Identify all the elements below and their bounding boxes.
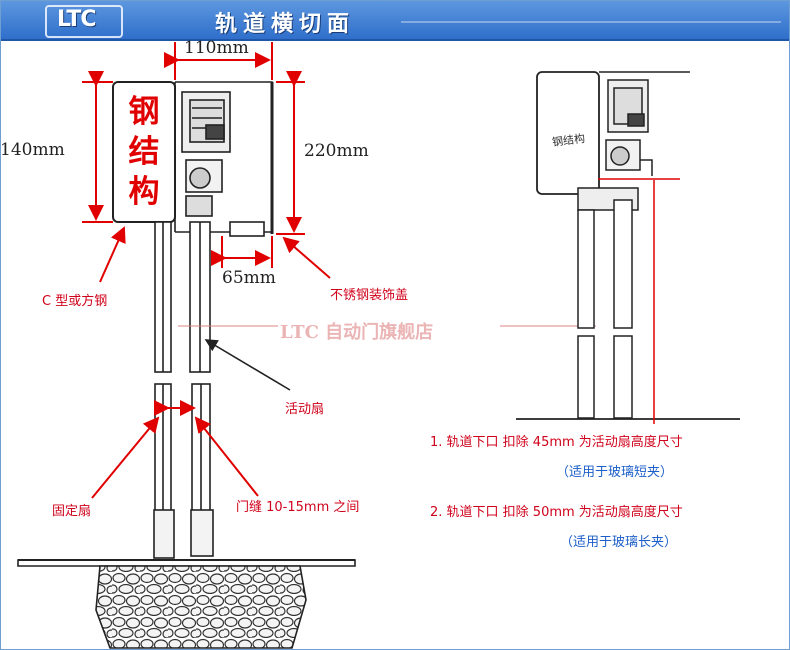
leader-moving-leaf: [204, 339, 291, 391]
fixed-leaf: [153, 221, 175, 559]
track-housing: [174, 81, 273, 237]
label-c-steel: C 型或方钢: [42, 294, 108, 309]
dimension-220mm-label: 220mm: [304, 141, 369, 161]
leader-c-steel: [99, 226, 126, 283]
steel-label-char-2: 结: [128, 134, 160, 170]
ltc-logo: LTC: [57, 7, 97, 32]
fixed-leaf-small: [577, 209, 595, 419]
dimension-140mm: [82, 71, 113, 223]
dimension-110mm: [164, 42, 273, 80]
leader-fixed-leaf: [91, 416, 160, 499]
label-door-gap: 门缝 10-15mm 之间: [236, 500, 360, 515]
dimension-65mm-label: 65mm: [222, 268, 276, 288]
note-2-sub: （适用于玻璃长夹）: [560, 535, 678, 550]
header-banner: LTC 轨道横切面: [1, 1, 789, 41]
label-stainless-cover: 不锈钢装饰盖: [330, 288, 409, 303]
gravel-foundation: [95, 565, 307, 649]
note-1: 1. 轨道下口 扣除 45mm 为活动扇高度尺寸: [430, 435, 683, 450]
watermark-text: LTC 自动门旗舰店: [280, 322, 434, 343]
track-housing-small: [577, 71, 690, 211]
dimension-140mm-label: 140mm: [0, 140, 65, 160]
dimension-110mm-label: 110mm: [184, 38, 249, 58]
leader-cover: [282, 236, 331, 279]
label-fixed-leaf: 固定扇: [52, 504, 92, 519]
page-title: 轨道横切面: [215, 11, 356, 37]
header-divider: [401, 21, 781, 23]
label-moving-leaf: 活动扇: [285, 402, 325, 417]
leader-gap: [194, 416, 259, 497]
steel-label-char-3: 构: [128, 174, 160, 210]
note-2: 2. 轨道下口 扣除 50mm 为活动扇高度尺寸: [430, 505, 683, 520]
dimension-220mm: [276, 71, 305, 235]
steel-structure-box-small: [536, 71, 600, 195]
moving-leaf: [189, 221, 214, 557]
ltc-logo-frame: [45, 5, 123, 38]
steel-label-char-1: 钢: [128, 94, 160, 130]
dimension-65mm: [211, 236, 273, 268]
note-1-sub: （适用于玻璃短夹）: [556, 465, 674, 480]
moving-leaf-small: [613, 199, 633, 419]
